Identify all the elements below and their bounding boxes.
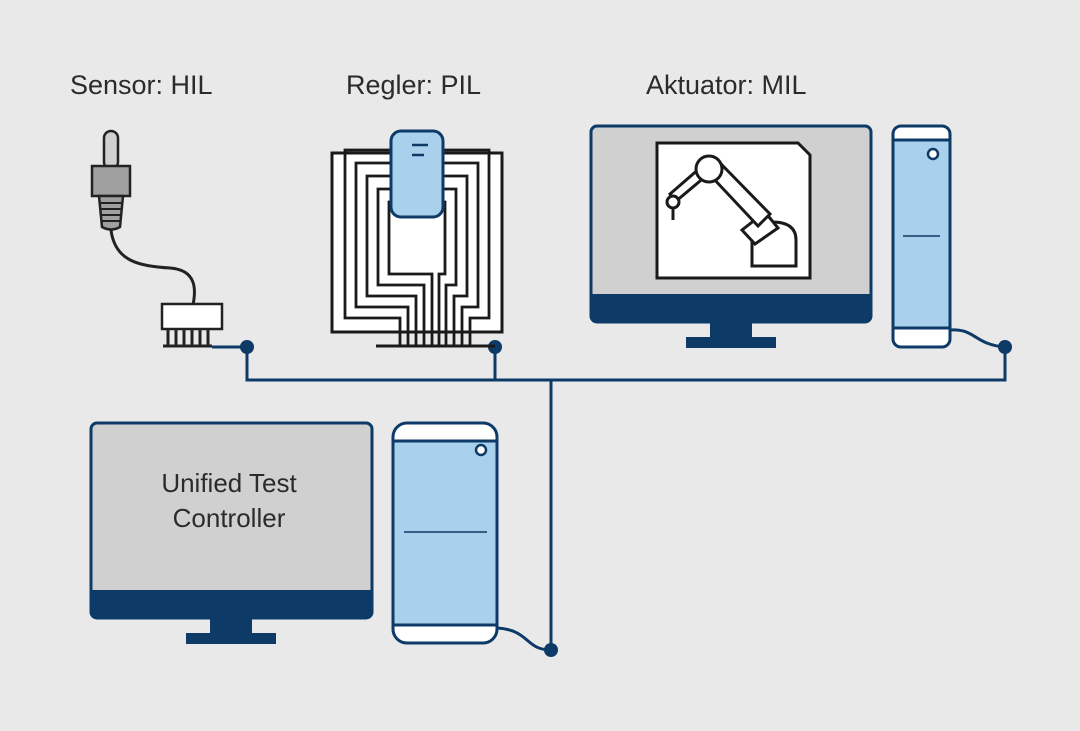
- aktuator-label: Aktuator: MIL: [646, 70, 807, 100]
- controller-label-line2: Controller: [172, 503, 286, 533]
- microcontroller-chip-icon: [330, 129, 504, 348]
- robot-arm-icon: [655, 141, 812, 280]
- unified-test-controller-label: Unified Test Controller: [96, 466, 362, 536]
- controller-tower: [391, 421, 499, 645]
- aktuator-node: [998, 340, 1012, 354]
- regler-label: Regler: PIL: [346, 70, 482, 100]
- aktuator-tower: [891, 124, 952, 349]
- controller-label-line1: Unified Test: [161, 468, 297, 498]
- sensor-node: [240, 340, 254, 354]
- connection-nodes: [240, 340, 1012, 657]
- sensor-label: Sensor: HIL: [70, 70, 213, 100]
- aktuator-monitor: [589, 124, 873, 348]
- controller-monitor: [89, 421, 374, 644]
- temperature-sensor-icon: [90, 129, 224, 348]
- controller-node: [544, 643, 558, 657]
